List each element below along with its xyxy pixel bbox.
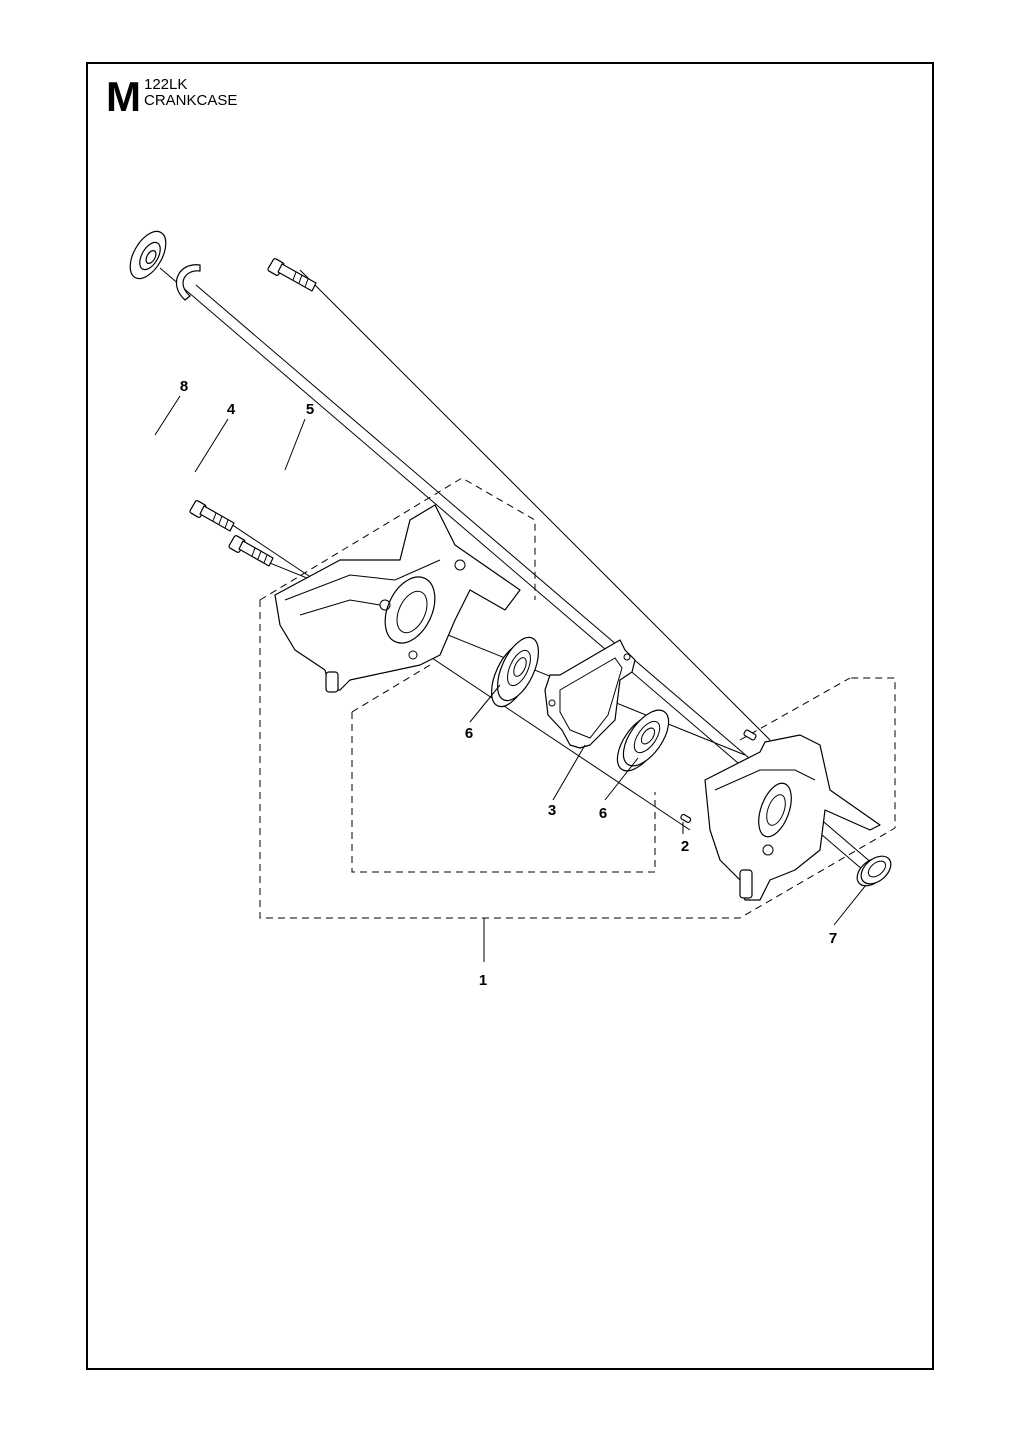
bearing-part-6b [616,709,670,772]
pins-part-2 [680,729,757,823]
crankcase-left-half [274,504,521,693]
callout-7: 7 [829,930,837,947]
callout-1: 1 [479,972,487,989]
callout-4: 4 [227,401,236,418]
callout-5: 5 [306,401,314,418]
screws-part-5 [189,258,317,567]
leader-lines [154,395,867,962]
diagram-title: CRANKCASE [144,92,238,109]
screw-lower [228,535,274,567]
callout-2: 2 [681,838,689,855]
assembly-outline-1 [259,477,896,919]
callout-6a: 6 [465,725,473,742]
assembly-outline-inner [351,664,656,873]
page-frame [86,62,934,1370]
screw-middle [189,500,235,532]
model-name: 122LK [144,76,188,93]
seal-part-8 [129,230,167,280]
gasket-part-3 [544,639,636,749]
assembly-outline-right [739,677,851,741]
circlip-part-4 [175,264,201,301]
bearing-part-6a [490,636,540,708]
callout-3: 3 [548,802,556,819]
callout-8: 8 [180,378,188,395]
crankcase-right-half [704,734,881,901]
callout-6b: 6 [599,805,607,822]
screw-upper [267,258,317,292]
section-letter: M [106,73,141,120]
seal-part-7 [856,855,892,887]
